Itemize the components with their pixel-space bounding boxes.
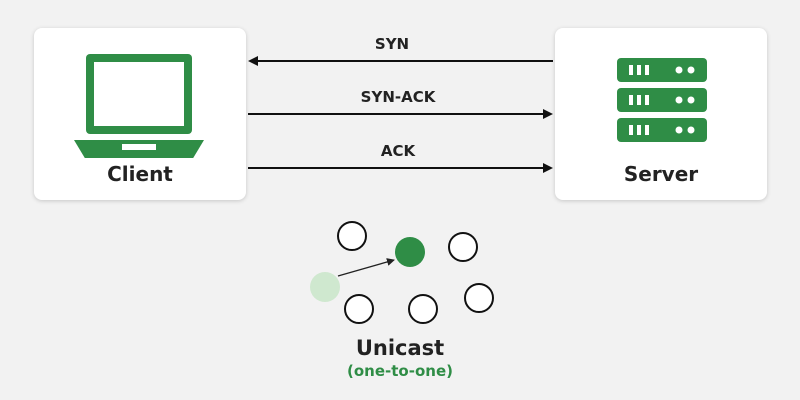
unicast-receiver-node <box>395 237 425 267</box>
laptop-icon <box>74 54 204 158</box>
syn-label: SYN <box>374 35 410 53</box>
unicast-idle-node <box>464 283 494 313</box>
client-node: Client <box>34 28 246 200</box>
server-rack-icon <box>617 58 707 142</box>
ack-label: ACK <box>380 142 416 160</box>
unicast-title: Unicast <box>355 336 445 360</box>
server-node: Server <box>555 28 767 200</box>
unicast-idle-node <box>337 221 367 251</box>
server-label: Server <box>623 162 699 186</box>
unicast-idle-node <box>344 294 374 324</box>
unicast-idle-node <box>408 294 438 324</box>
client-label: Client <box>107 162 173 186</box>
unicast-idle-node <box>448 232 478 262</box>
unicast-arrow <box>337 258 395 277</box>
syn-ack-label: SYN-ACK <box>360 88 436 106</box>
unicast-sender-node <box>310 272 340 302</box>
unicast-subtitle: (one-to-one) <box>347 362 453 380</box>
